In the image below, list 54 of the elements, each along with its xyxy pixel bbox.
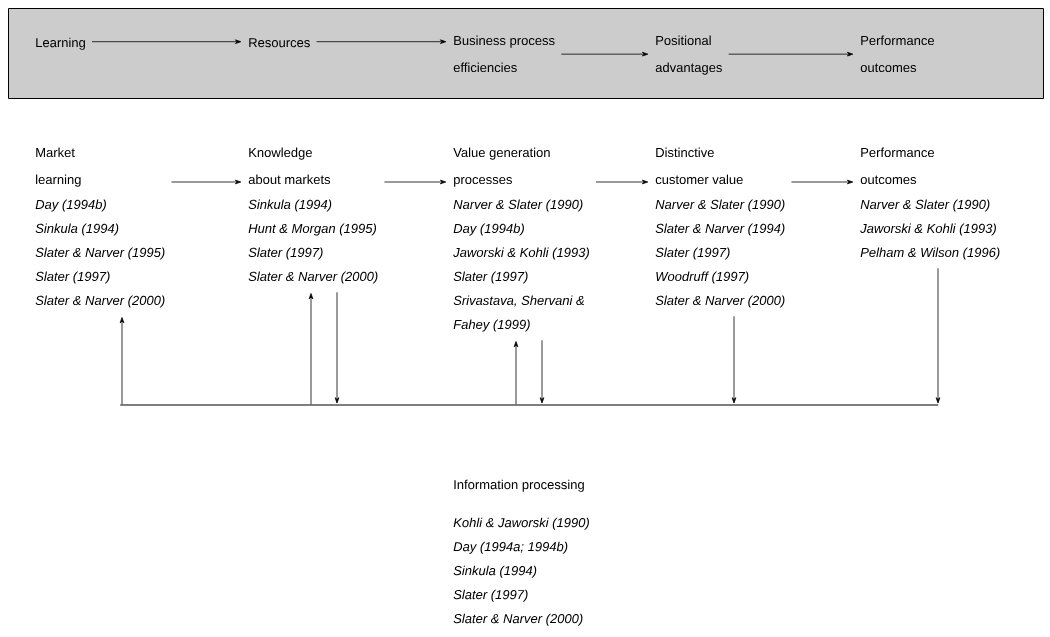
citation: Slater & Narver (2000) bbox=[35, 295, 165, 308]
citation: Slater (1997) bbox=[453, 271, 528, 284]
citation: Slater (1997) bbox=[248, 247, 323, 260]
arrow bbox=[539, 339, 545, 404]
heading: Information processing bbox=[454, 479, 584, 492]
citation: Sinkula (1994) bbox=[453, 565, 537, 578]
arrow bbox=[384, 179, 447, 185]
citation: Slater (1997) bbox=[453, 589, 528, 602]
citation: Slater & Narver (2000) bbox=[655, 295, 785, 308]
arrow bbox=[119, 317, 125, 405]
citation: Sinkula (1994) bbox=[35, 223, 119, 236]
arrow bbox=[560, 51, 649, 57]
citation: Jaworski & Kohli (1993) bbox=[453, 247, 589, 260]
arrow bbox=[935, 267, 941, 404]
arrow bbox=[171, 179, 242, 185]
citation: Slater & Narver (2000) bbox=[248, 271, 378, 284]
citation: Hunt & Morgan (1995) bbox=[248, 223, 377, 236]
heading: Business process efficiencies bbox=[453, 35, 555, 73]
citation: Slater & Narver (1995) bbox=[35, 247, 165, 260]
citation: Slater & Narver (2000) bbox=[453, 613, 583, 626]
citation: Day (1994b) bbox=[453, 223, 524, 236]
citation: Jaworski & Kohli (1993) bbox=[860, 223, 996, 236]
arrow bbox=[316, 39, 447, 44]
citation: Day (1994a; 1994b) bbox=[453, 541, 568, 554]
arrow bbox=[513, 341, 519, 405]
citation: Pelham & Wilson (1996) bbox=[860, 247, 1000, 260]
citation: Srivastava, Shervani & Fahey (1999) bbox=[453, 295, 584, 332]
citation: Woodruff (1997) bbox=[656, 271, 749, 284]
citation: Slater & Narver (1994) bbox=[655, 223, 785, 236]
heading: Value generation processes bbox=[453, 147, 550, 187]
arrow bbox=[728, 51, 854, 57]
heading: Performance outcomes bbox=[860, 147, 935, 185]
arrow bbox=[334, 291, 340, 404]
heading: Positional advantages bbox=[655, 35, 722, 75]
citation: Slater (1997) bbox=[655, 247, 730, 260]
arrow bbox=[91, 39, 242, 44]
header-band bbox=[8, 8, 1044, 99]
citation: Narver & Slater (1990) bbox=[860, 199, 990, 212]
arrow bbox=[308, 293, 314, 405]
heading: Knowledge about markets bbox=[248, 147, 331, 185]
citation: Sinkula (1994) bbox=[248, 199, 332, 212]
heading: Resources bbox=[249, 38, 310, 48]
arrow bbox=[791, 179, 854, 185]
heading: Distinctive customer value bbox=[655, 147, 743, 185]
citation: Slater (1997) bbox=[35, 271, 110, 284]
arrow bbox=[595, 179, 649, 185]
citation: Kohli & Jaworski (1990) bbox=[453, 517, 589, 530]
citation: Narver & Slater (1990) bbox=[655, 199, 785, 212]
heading: Market learning bbox=[36, 147, 81, 187]
heading: Performance outcomes bbox=[860, 35, 935, 73]
arrow bbox=[731, 315, 737, 404]
citation: Day (1994b) bbox=[35, 199, 106, 212]
heading: Learning bbox=[36, 37, 85, 50]
citation: Narver & Slater (1990) bbox=[453, 199, 583, 212]
